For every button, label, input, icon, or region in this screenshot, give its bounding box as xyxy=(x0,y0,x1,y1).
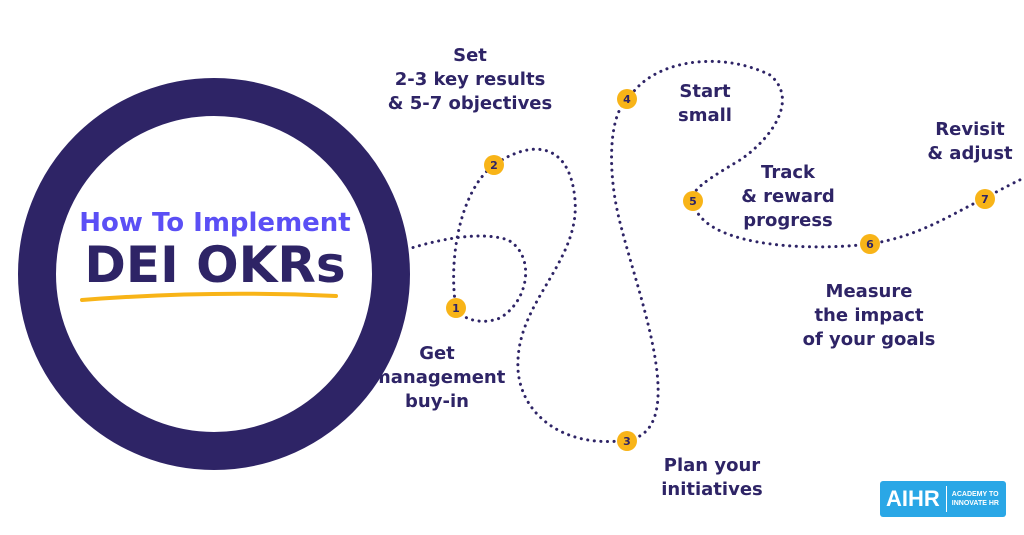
step-2-label: Set 2-3 key results & 5-7 objectives xyxy=(387,45,553,114)
step-6-label: Measure the impact of your goals xyxy=(802,281,936,350)
logo-tagline: ACADEMY TO INNOVATE HR xyxy=(951,491,999,507)
step-3-marker: 3 xyxy=(617,431,637,451)
title-heading: DEI OKRs xyxy=(84,236,346,294)
aihr-logo: AIHR ACADEMY TO INNOVATE HR xyxy=(880,481,1006,517)
step-7-marker: 7 xyxy=(975,189,995,209)
logo-wordmark: AIHR xyxy=(886,486,940,511)
step-1-label: Get management buy-in xyxy=(372,343,506,412)
step-6-marker: 6 xyxy=(860,234,880,254)
step-5-label: Track & reward progress xyxy=(741,162,835,231)
title-subheading: How To Implement xyxy=(79,208,351,238)
step-1-marker: 1 xyxy=(446,298,466,318)
step-4-marker: 4 xyxy=(617,89,637,109)
step-3-label: Plan your initiatives xyxy=(661,455,763,500)
step-2-marker: 2 xyxy=(484,155,504,175)
step-5-marker: 5 xyxy=(683,191,703,211)
step-4-label: Start small xyxy=(678,81,732,126)
step-7-label: Revisit & adjust xyxy=(927,119,1013,164)
logo-divider xyxy=(945,486,947,512)
title-underline xyxy=(80,291,338,302)
